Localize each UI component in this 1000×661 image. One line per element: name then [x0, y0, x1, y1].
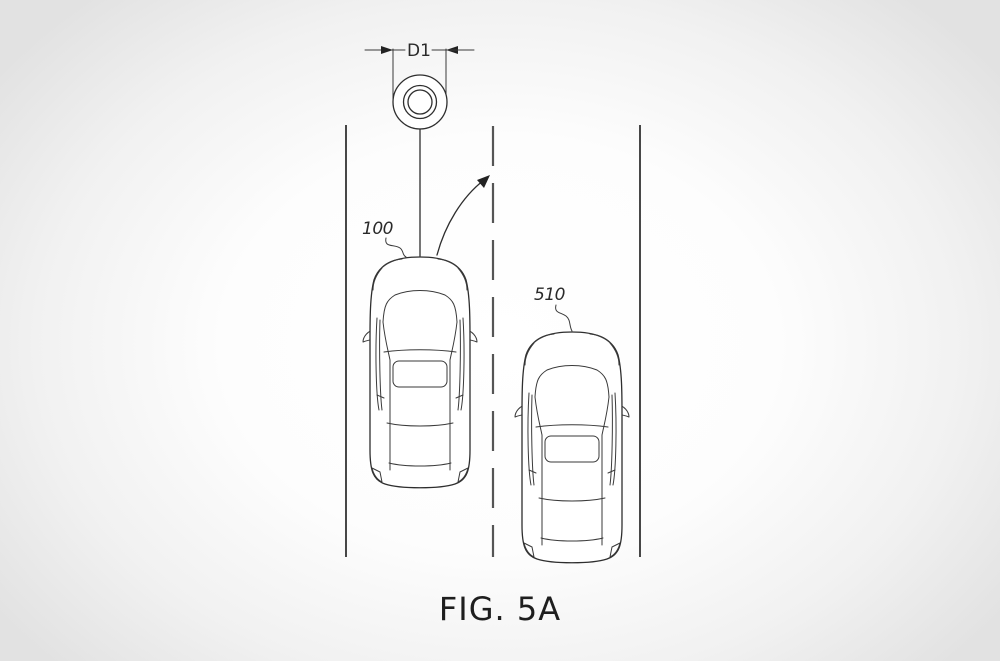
other-vehicle-510: [514, 331, 630, 564]
reference-numeral-510: 510: [534, 285, 573, 332]
svg-text:510: 510: [534, 285, 565, 305]
host-vehicle-100: [362, 256, 478, 489]
svg-text:100: 100: [362, 219, 393, 239]
lane-change-arrow-icon: [436, 175, 490, 256]
dimension-label: D1: [407, 41, 431, 61]
lane-markings: [345, 125, 641, 557]
dimension-arrow-left-icon: [381, 46, 393, 54]
target-marker-icon: [392, 74, 448, 130]
reference-numeral-100: 100: [362, 219, 407, 258]
figure-caption: FIG. 5A: [438, 590, 562, 628]
